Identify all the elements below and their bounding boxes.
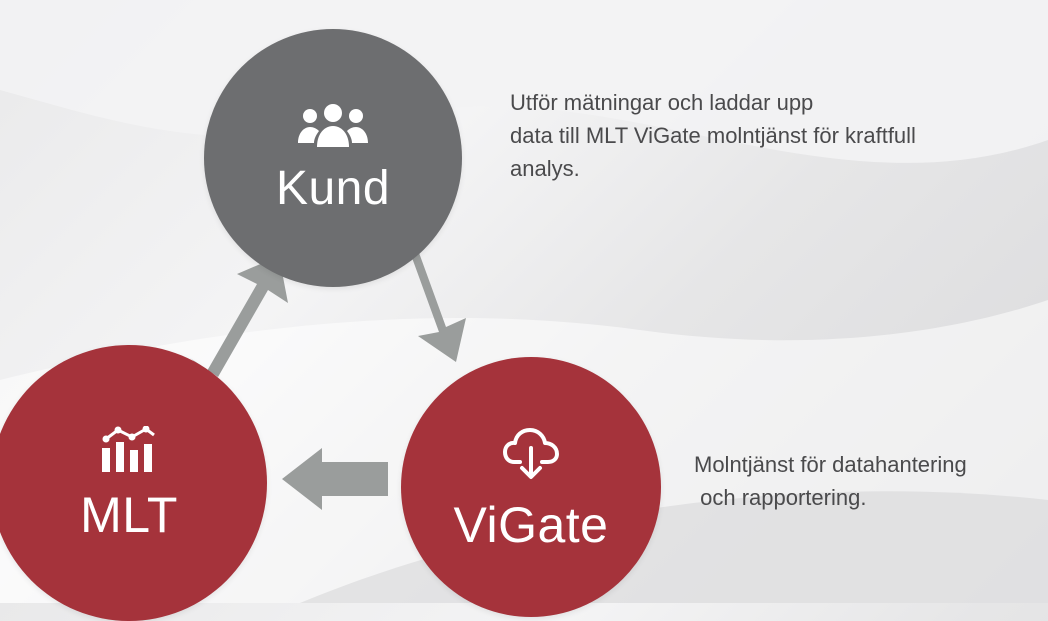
kund-description: Utför mätningar och laddar upp data till… bbox=[510, 86, 1040, 185]
kund-description-line-2: data till MLT ViGate molntjänst för kraf… bbox=[510, 123, 916, 148]
node-mlt-label: MLT bbox=[80, 487, 178, 543]
node-kund: Kund bbox=[204, 29, 462, 287]
node-kund-label: Kund bbox=[275, 162, 391, 215]
vigate-description-line-1: Molntjänst för datahantering bbox=[694, 452, 967, 477]
node-mlt: MLT bbox=[0, 345, 267, 621]
kund-description-line-3: analys. bbox=[510, 156, 580, 181]
bar-chart-trend-icon bbox=[102, 426, 155, 472]
node-vigate: ViGate bbox=[401, 357, 661, 617]
node-vigate-label: ViGate bbox=[453, 497, 609, 553]
people-group-icon bbox=[298, 104, 368, 147]
vigate-description: Molntjänst för datahantering och rapport… bbox=[694, 448, 1044, 514]
vigate-description-line-2: och rapportering. bbox=[694, 485, 867, 510]
cloud-download-icon bbox=[503, 428, 559, 479]
kund-description-line-1: Utför mätningar och laddar upp bbox=[510, 90, 814, 115]
